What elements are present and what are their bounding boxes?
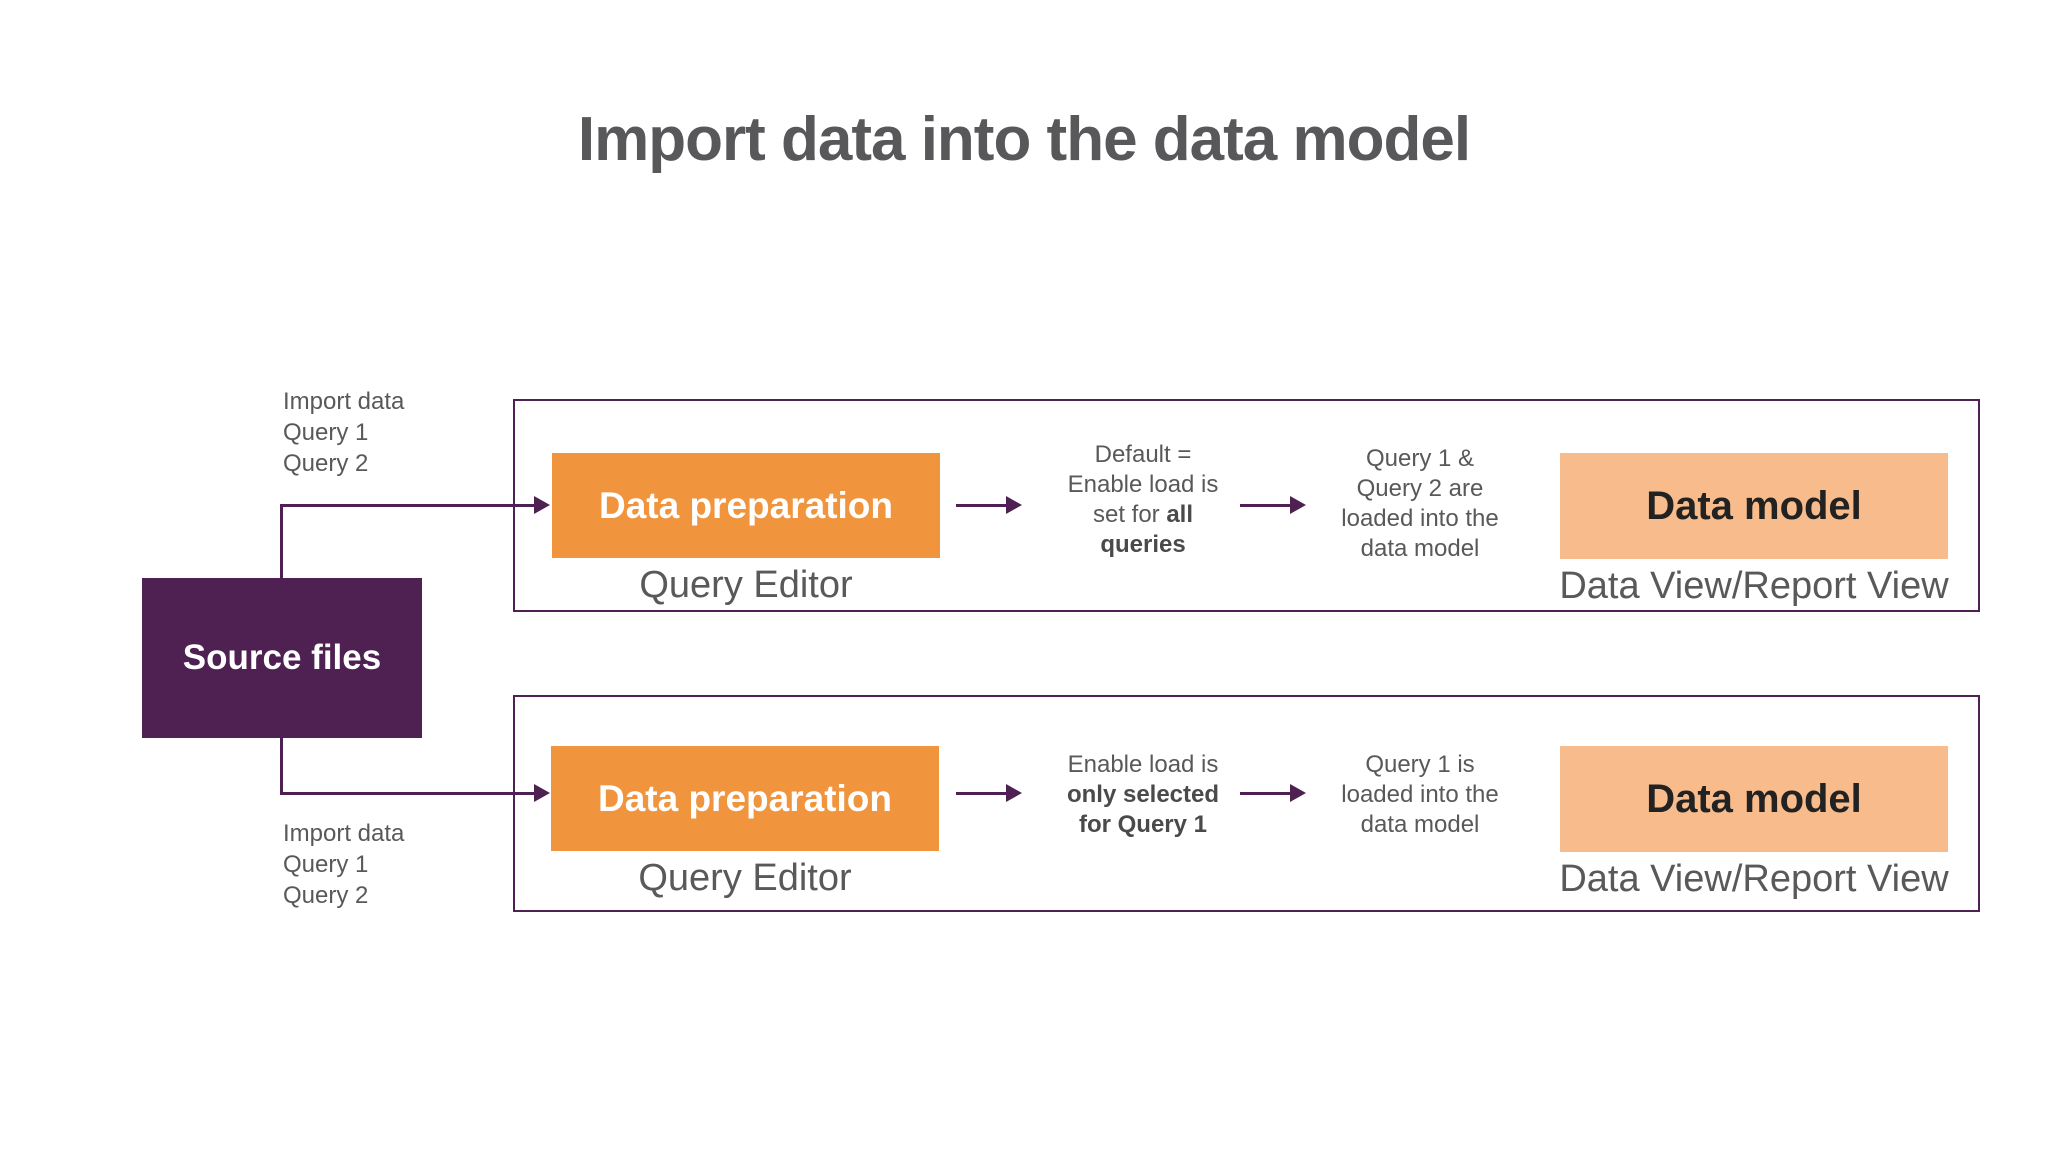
flow-arrow-2b-line (1240, 792, 1292, 795)
row-frame-2 (513, 695, 1980, 912)
data-model-label-1: Data model (1646, 483, 1862, 528)
source-files-label: Source files (182, 638, 382, 677)
flow-arrow-1b-head (1290, 496, 1306, 514)
flow-arrow-2a-head (1006, 784, 1022, 802)
page-title: Import data into the data model (577, 105, 1471, 174)
flow-arrow-1a-line (956, 504, 1008, 507)
row-frame-1 (513, 399, 1980, 612)
data-model-label-2: Data model (1646, 776, 1862, 821)
arrowhead-to-prep-1 (534, 496, 550, 514)
data-model-box-2: Data model (1560, 746, 1948, 852)
flow-arrow-2b-head (1290, 784, 1306, 802)
connector-source-right-bottom-line (280, 792, 536, 795)
flow-arrow-1a-head (1006, 496, 1022, 514)
data-model-box-1: Data model (1560, 453, 1948, 559)
query-editor-caption-1: Query Editor (639, 564, 853, 606)
data-view-caption-2: Data View/Report View (1559, 858, 1949, 900)
flow-arrow-1b-line (1240, 504, 1292, 507)
data-preparation-label-2: Data preparation (597, 777, 892, 819)
data-preparation-label-1: Data preparation (598, 484, 893, 526)
data-view-caption-1: Data View/Report View (1559, 565, 1949, 607)
data-preparation-box-1: Data preparation (552, 453, 940, 558)
connector-source-up-line (280, 504, 283, 580)
connector-source-right-top-line (280, 504, 536, 507)
data-preparation-box-2: Data preparation (551, 746, 939, 851)
query-editor-caption-2: Query Editor (638, 857, 852, 899)
connector-source-down-line (280, 736, 283, 794)
arrowhead-to-prep-2 (534, 784, 550, 802)
flow-arrow-2a-line (956, 792, 1008, 795)
source-files-box: Source files (142, 578, 422, 738)
